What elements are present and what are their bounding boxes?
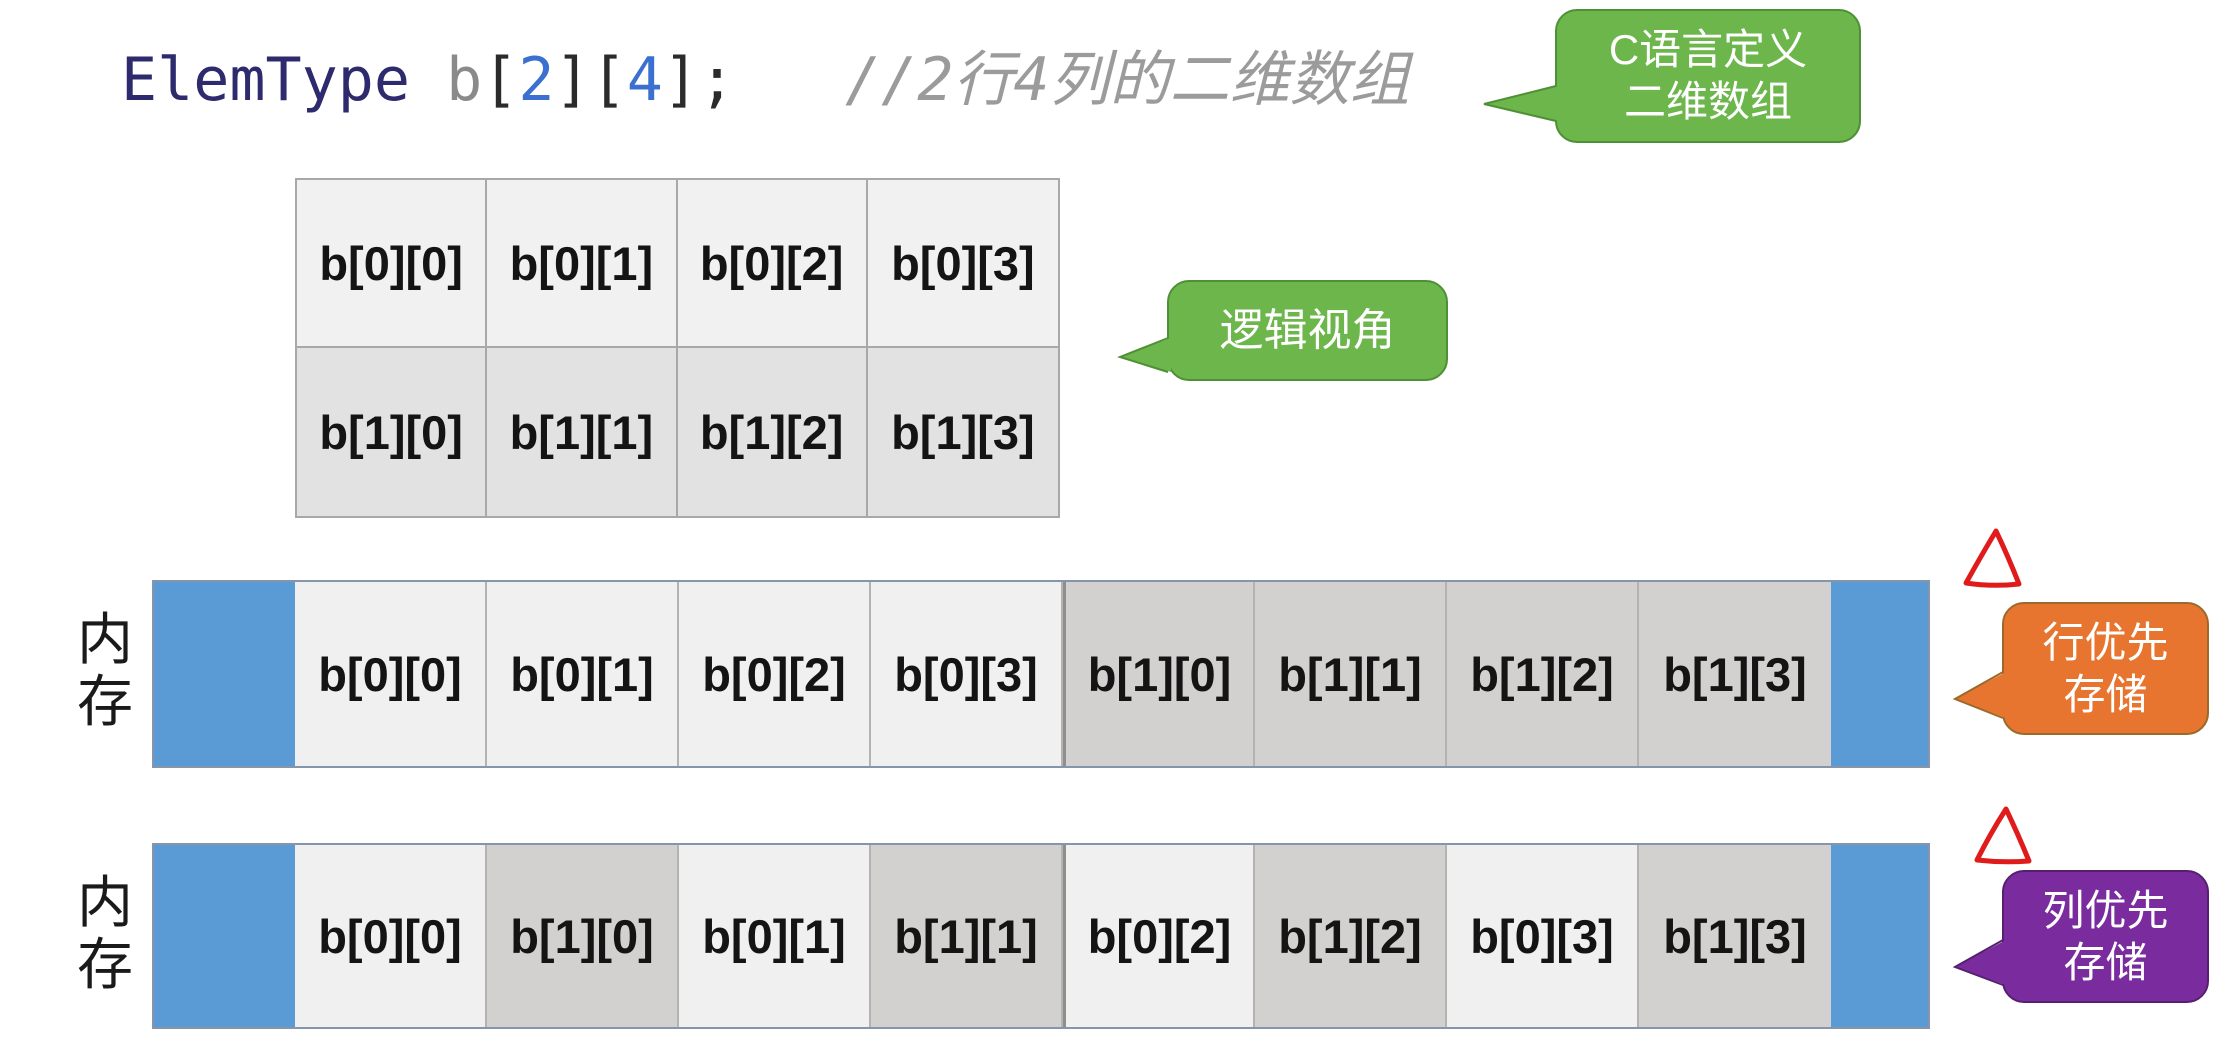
code-declaration: ElemType b[2][4]; bbox=[121, 50, 735, 110]
memory-end-block bbox=[154, 582, 295, 766]
red-triangle-mark bbox=[1963, 528, 2022, 588]
memory-cell: b[1][2] bbox=[1447, 582, 1639, 766]
callout-line: C语言定义 bbox=[1608, 26, 1808, 73]
memory-cell: b[1][3] bbox=[1639, 845, 1831, 1027]
memory-cell: b[0][3] bbox=[1447, 845, 1639, 1027]
memory-cell: b[1][2] bbox=[1255, 845, 1447, 1027]
logical-grid: b[0][0] b[0][1] b[0][2] b[0][3] b[1][0] … bbox=[295, 178, 1060, 518]
code-comment: //2行4列的二维数组 bbox=[845, 45, 1410, 115]
memory-label: 内存 bbox=[77, 610, 133, 734]
grid-cell: b[1][3] bbox=[867, 348, 1058, 516]
callout-line: 存储 bbox=[2063, 938, 2148, 986]
memory-cell: b[1][0] bbox=[487, 845, 679, 1027]
grid-cell: b[0][3] bbox=[867, 180, 1058, 348]
memory-cell: b[0][1] bbox=[679, 845, 871, 1027]
grid-cell: b[1][1] bbox=[487, 348, 678, 516]
memory-end-block bbox=[1831, 845, 1928, 1027]
callout-line: 逻辑视角 bbox=[1219, 305, 1396, 355]
grid-cell: b[0][2] bbox=[677, 180, 868, 348]
code-bracket-close: ]; bbox=[662, 45, 736, 115]
code-rows-number: 2 bbox=[518, 45, 555, 115]
callout-line: 二维数组 bbox=[1623, 78, 1792, 125]
callout-line: 列优先 bbox=[2042, 886, 2169, 934]
code-bracket-open: [ bbox=[482, 45, 519, 115]
callout-tail-c-definition bbox=[1483, 85, 1559, 122]
memory-cell: b[0][2] bbox=[679, 582, 871, 766]
callout-col-major: 列优先 存储 bbox=[2002, 870, 2209, 1003]
callout-c-definition: C语言定义 二维数组 bbox=[1555, 9, 1861, 143]
callout-tail-col-major bbox=[1952, 939, 2006, 986]
memory-cell: b[1][1] bbox=[1255, 582, 1447, 766]
grid-cell: b[0][0] bbox=[297, 180, 488, 348]
memory-cell: b[0][0] bbox=[295, 582, 487, 766]
red-triangle-mark bbox=[1974, 806, 2032, 865]
memory-label: 内存 bbox=[77, 873, 133, 997]
memory-cell: b[1][0] bbox=[1063, 582, 1255, 766]
callout-logical-view: 逻辑视角 bbox=[1167, 280, 1448, 381]
memory-cell: b[0][1] bbox=[487, 582, 679, 766]
memory-cell: b[1][1] bbox=[871, 845, 1063, 1027]
callout-tail-logical-view bbox=[1117, 337, 1171, 373]
callout-row-major: 行优先 存储 bbox=[2002, 602, 2209, 735]
memory-cell: b[1][3] bbox=[1639, 582, 1831, 766]
grid-cell: b[1][0] bbox=[297, 348, 488, 516]
memory-bar-row-major: b[0][0] b[0][1] b[0][2] b[0][3] b[1][0] … bbox=[152, 580, 1930, 768]
code-bracket-mid: ][ bbox=[554, 45, 627, 115]
grid-cell: b[1][2] bbox=[677, 348, 868, 516]
callout-line: 行优先 bbox=[2042, 618, 2169, 666]
code-identifier: b bbox=[409, 45, 483, 115]
callout-line: 存储 bbox=[2063, 670, 2148, 718]
callout-tail-row-major bbox=[1952, 671, 2006, 719]
memory-end-block bbox=[154, 845, 295, 1027]
memory-end-block bbox=[1831, 582, 1928, 766]
memory-bar-col-major: b[0][0] b[1][0] b[0][1] b[1][1] b[0][2] … bbox=[152, 843, 1930, 1029]
grid-cell: b[0][1] bbox=[487, 180, 678, 348]
memory-cell: b[0][3] bbox=[871, 582, 1063, 766]
code-type-keyword: ElemType bbox=[121, 45, 410, 115]
code-cols-number: 4 bbox=[626, 45, 663, 115]
memory-cell: b[0][2] bbox=[1063, 845, 1255, 1027]
memory-cell: b[0][0] bbox=[295, 845, 487, 1027]
